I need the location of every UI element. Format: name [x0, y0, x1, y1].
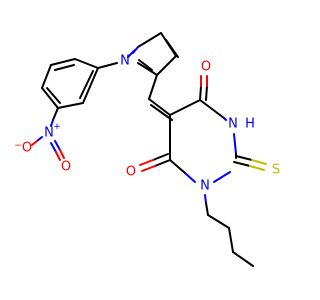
nitro-n-o-bond — [31, 140, 38, 146]
molecule-structure: N N + O − O — [14, 32, 280, 267]
nitro-n-label: N — [44, 126, 54, 141]
nitro-n-charge: + — [53, 122, 61, 132]
n-aryl-bond — [97, 62, 118, 69]
ring-bond — [233, 133, 237, 155]
co-bond — [199, 85, 202, 101]
ring-nh-n-label: N — [228, 117, 238, 132]
co-bond — [154, 159, 171, 167]
carbonyl-bottom: O — [126, 153, 171, 180]
nitro-n-o-double-bond — [59, 149, 65, 159]
pyrrole-bond — [138, 59, 153, 71]
ring-bond — [213, 171, 231, 183]
pyrrole-n-bond — [132, 46, 139, 54]
pyrrole-ring — [127, 32, 179, 76]
carbonyl-o-bottom-label: O — [126, 165, 136, 180]
aryl-nitro-bond — [52, 107, 59, 121]
nitro-n-o-bond — [36, 136, 43, 142]
co-bond — [205, 85, 208, 101]
phenyl-bond — [41, 64, 52, 89]
linker-bond — [148, 98, 171, 116]
phenyl-bond — [50, 58, 76, 66]
ring-nh-h-label: H — [245, 117, 255, 132]
ring-bond — [223, 117, 227, 121]
butyl-bond — [207, 214, 230, 229]
nitro-n-o-double-bond — [55, 151, 61, 161]
linker-bond — [150, 104, 173, 121]
nitrophenyl-ring — [41, 58, 99, 109]
co-bond — [139, 159, 154, 166]
phenyl-bond — [46, 87, 61, 104]
butyl-bond — [232, 251, 254, 267]
pyrrole-bond — [137, 62, 158, 76]
pyrrole-bond — [156, 55, 177, 76]
butyl-bond — [205, 202, 209, 216]
phenyl-bond — [82, 67, 99, 104]
thione-group: S — [233, 155, 280, 178]
methylidene-linker — [148, 74, 173, 121]
cs-bond — [233, 161, 251, 167]
thiobarbiturate-ring — [169, 99, 237, 183]
ring-bond — [184, 172, 196, 183]
phenyl-bond — [41, 87, 59, 109]
molecule-canvas: N N + O − O — [14, 32, 281, 267]
ring-bond — [199, 99, 225, 119]
nitro-o-minus-label: O — [22, 141, 32, 156]
pyrrole-bond — [137, 32, 162, 48]
phenyl-bond — [54, 64, 75, 71]
phenyl-bond — [74, 58, 99, 69]
cs-bond — [249, 165, 265, 171]
aryl-nitro-bond — [50, 119, 54, 127]
nitro-n-o-double-bond — [50, 142, 57, 153]
pyrrole-n-label: N — [120, 54, 130, 69]
phenyl-bond — [57, 102, 84, 109]
butyl-bond — [204, 194, 207, 204]
cs-bond — [251, 159, 267, 165]
carbonyl-o-top-label: O — [201, 60, 211, 75]
butyl-bond — [228, 227, 234, 253]
co-bond — [152, 153, 169, 161]
linker-bond — [148, 74, 158, 100]
ring-n-butyl-label: N — [200, 179, 210, 194]
co-bond — [141, 165, 156, 172]
cs-bond — [235, 155, 253, 161]
ring-bond — [169, 159, 186, 174]
phenyl-bond — [79, 70, 94, 99]
nitro-group: N + O − O — [14, 107, 71, 175]
butyl-chain — [204, 194, 254, 267]
nitro-o-double-label: O — [61, 160, 71, 175]
thione-s-label: S — [272, 163, 280, 178]
carbonyl-top: O — [199, 60, 211, 101]
nitro-o-charge: − — [14, 141, 22, 151]
nitro-n-o-double-bond — [54, 140, 61, 151]
ring-bond — [169, 99, 201, 116]
pyrrole-bond — [165, 39, 179, 58]
